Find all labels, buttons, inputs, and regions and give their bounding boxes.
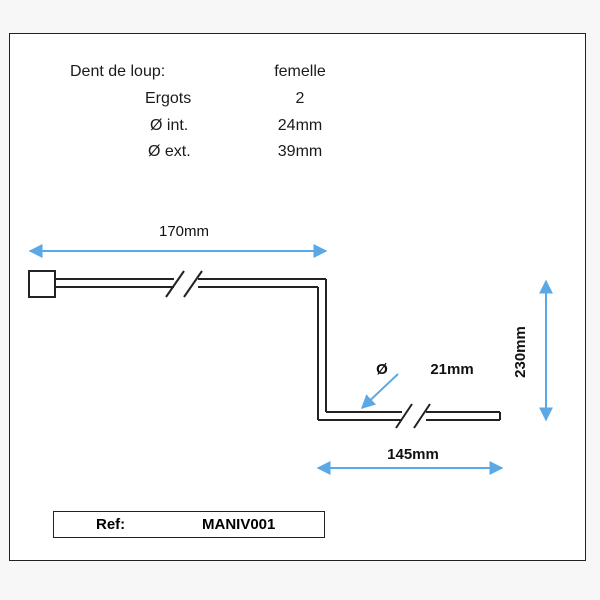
height-label: 230mm	[512, 326, 529, 378]
spec-value: 39mm	[277, 143, 323, 160]
spec-label: Ø int.	[150, 117, 189, 134]
ref-value: MANIV001	[202, 516, 276, 533]
spec-label: Ø ext.	[148, 143, 191, 160]
spec-label: Ergots	[145, 90, 192, 107]
ref-label: Ref:	[96, 516, 126, 533]
spec-value: 2	[295, 90, 305, 107]
diameter-symbol: Ø	[376, 361, 388, 378]
vertical-bar	[317, 279, 327, 421]
diameter-pointer-arrow	[360, 373, 399, 409]
diameter-label: 21mm	[430, 361, 473, 378]
top-length-label: 170mm	[159, 223, 209, 240]
square-end-piece	[28, 270, 56, 298]
spec-value: 24mm	[277, 117, 323, 134]
spec-label: Dent de loup:	[70, 63, 166, 80]
reference-box: Ref: MANIV001	[53, 511, 325, 538]
top-bar	[55, 270, 326, 298]
bottom-bar	[326, 403, 501, 429]
bottom-length-label: 145mm	[387, 446, 439, 463]
spec-value: femelle	[274, 63, 326, 80]
